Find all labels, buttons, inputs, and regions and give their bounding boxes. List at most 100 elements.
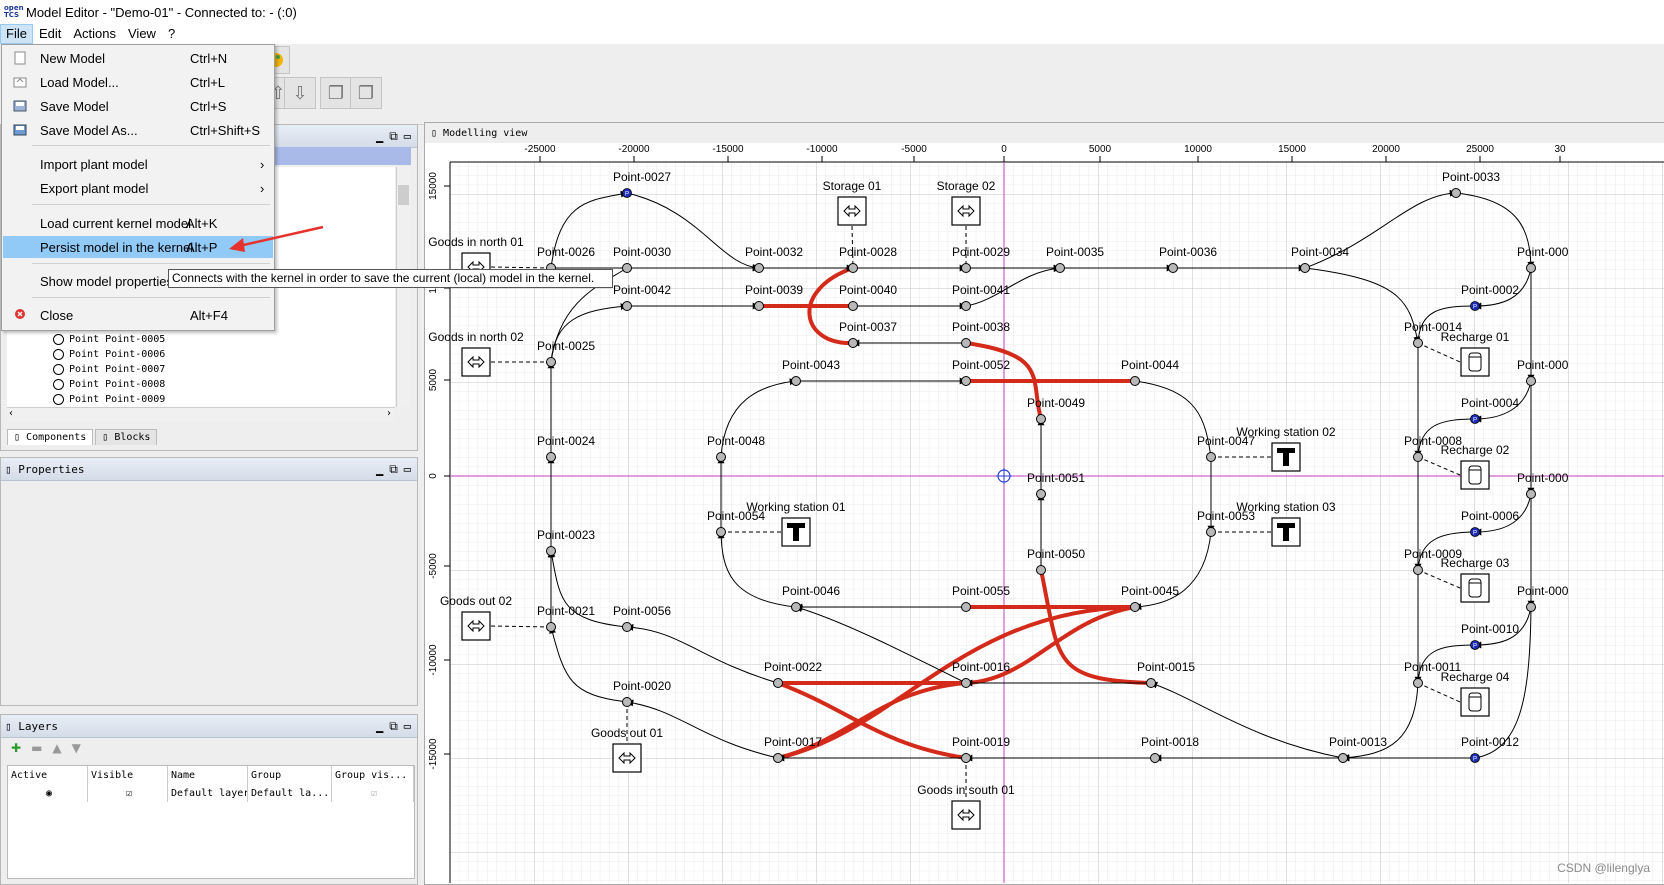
point[interactable]: Point-0036: [1159, 245, 1217, 273]
scrollbar-thumb[interactable]: [398, 185, 409, 205]
point[interactable]: Point-0020: [613, 679, 671, 707]
location-transfer[interactable]: Storage 02: [937, 179, 996, 226]
point[interactable]: Point-0021: [537, 604, 595, 632]
location-work[interactable]: Working station 03: [1236, 500, 1336, 547]
menu-edit[interactable]: Edit: [38, 26, 62, 41]
location-work[interactable]: Working station 01: [746, 500, 846, 547]
location-recharge[interactable]: Recharge 03: [1441, 556, 1510, 603]
point[interactable]: Point-0028: [839, 245, 897, 273]
point[interactable]: Point-0049: [1027, 396, 1085, 424]
point[interactable]: Point-0019: [952, 735, 1010, 763]
tab-blocks[interactable]: ▯ Blocks: [95, 429, 158, 445]
float-icon[interactable]: ⧉: [389, 718, 398, 733]
minimize-icon[interactable]: ▁: [375, 128, 384, 143]
minimize-icon[interactable]: ▁: [375, 461, 384, 476]
scroll-left-icon[interactable]: ‹: [9, 408, 13, 419]
add-layer-icon[interactable]: ✚: [11, 741, 22, 755]
layer-group-cell[interactable]: Default la...: [248, 786, 332, 802]
point[interactable]: Point-0040: [839, 283, 897, 311]
move-down-icon[interactable]: ⇩: [284, 77, 316, 109]
point[interactable]: Point-000: [1517, 358, 1569, 386]
point[interactable]: Point-0029: [952, 245, 1010, 273]
menu-item-import-plant-model[interactable]: Import plant model›: [40, 156, 265, 172]
menu-actions[interactable]: Actions: [73, 26, 116, 41]
point[interactable]: Point-0030: [613, 245, 671, 273]
point[interactable]: Point-0022: [764, 660, 822, 688]
visible-checkbox[interactable]: ☑: [88, 786, 168, 802]
menu-item-show-model-properties[interactable]: Show model properties: [40, 273, 173, 289]
menu-item-save-model-as[interactable]: Save Model As...Ctrl+Shift+S: [3, 119, 273, 141]
point[interactable]: Point-0052: [952, 358, 1010, 386]
layer-down-icon[interactable]: ▼: [71, 741, 81, 755]
tree-item[interactable]: Point Point-0005: [7, 332, 395, 347]
minimize-icon[interactable]: ▁: [375, 718, 384, 733]
active-radio[interactable]: ◉: [8, 786, 88, 802]
float-icon[interactable]: ⧉: [389, 128, 398, 143]
menu-item-load-model[interactable]: Load Model...Ctrl+L: [3, 71, 273, 93]
tab-components[interactable]: ▯ Components: [7, 429, 94, 445]
paste-icon[interactable]: ❐: [350, 77, 382, 109]
point[interactable]: Point-0011: [1404, 660, 1461, 688]
col-group-visible[interactable]: Group vis...: [332, 766, 414, 786]
location-recharge[interactable]: Recharge 04: [1441, 670, 1510, 717]
maximize-icon[interactable]: ▭: [403, 461, 411, 476]
col-name[interactable]: Name: [168, 766, 248, 786]
point[interactable]: Point-0035: [1046, 245, 1104, 273]
point[interactable]: Point-0046: [782, 584, 840, 612]
location-recharge[interactable]: Recharge 02: [1441, 443, 1510, 490]
point[interactable]: Point-0041: [952, 283, 1010, 311]
tree-item[interactable]: Point Point-0008: [7, 377, 395, 392]
point[interactable]: Point-0032: [745, 245, 803, 273]
layer-up-icon[interactable]: ▲: [52, 741, 62, 755]
menu-item-export-plant-model[interactable]: Export plant model›: [40, 180, 265, 196]
point[interactable]: Point-0051: [1027, 471, 1085, 499]
location-work[interactable]: Working station 02: [1236, 425, 1336, 472]
remove-layer-icon[interactable]: ▬: [31, 741, 43, 755]
point[interactable]: Point-0014: [1404, 320, 1462, 348]
location-transfer[interactable]: Goods out 01: [591, 726, 663, 773]
tree-item[interactable]: Point Point-0009: [7, 392, 395, 407]
col-group[interactable]: Group: [248, 766, 332, 786]
point[interactable]: Point-000: [1517, 471, 1569, 499]
point[interactable]: Point-0055: [952, 584, 1010, 612]
point[interactable]: Point-000: [1517, 584, 1569, 612]
location-recharge[interactable]: Recharge 01: [1441, 330, 1510, 377]
point[interactable]: Point-0016: [952, 660, 1010, 688]
location-transfer[interactable]: Storage 01: [823, 179, 882, 226]
point[interactable]: Point-0039: [745, 283, 803, 311]
point[interactable]: Point-0018: [1141, 735, 1199, 763]
float-icon[interactable]: ⧉: [389, 461, 398, 476]
menu-help[interactable]: ?: [167, 26, 176, 41]
point[interactable]: Point-0009: [1404, 547, 1462, 575]
point[interactable]: Point-0050: [1027, 547, 1085, 575]
location-transfer[interactable]: Goods out 02: [440, 594, 512, 641]
copy-icon[interactable]: ❐: [320, 77, 352, 109]
menu-view[interactable]: View: [128, 26, 156, 41]
point[interactable]: Point-0042: [613, 283, 671, 311]
tree-item[interactable]: Point Point-0007: [7, 362, 395, 377]
col-active[interactable]: Active: [8, 766, 88, 786]
point[interactable]: Point-0033: [1442, 170, 1500, 198]
point[interactable]: Point-0045: [1121, 584, 1179, 612]
location-transfer[interactable]: Goods in north 02: [428, 330, 524, 377]
maximize-icon[interactable]: ▭: [403, 718, 411, 733]
point[interactable]: Point-0023: [537, 528, 595, 556]
point[interactable]: Point-0053: [1197, 509, 1255, 537]
point[interactable]: Point-0015: [1137, 660, 1195, 688]
point[interactable]: Point-0054: [707, 509, 765, 537]
point[interactable]: Point-0044: [1121, 358, 1179, 386]
point[interactable]: Point-0017: [764, 735, 822, 763]
point[interactable]: Point-0043: [782, 358, 840, 386]
point[interactable]: Point-0008: [1404, 434, 1462, 462]
horizontal-scrollbar[interactable]: ‹ ›: [7, 407, 395, 422]
